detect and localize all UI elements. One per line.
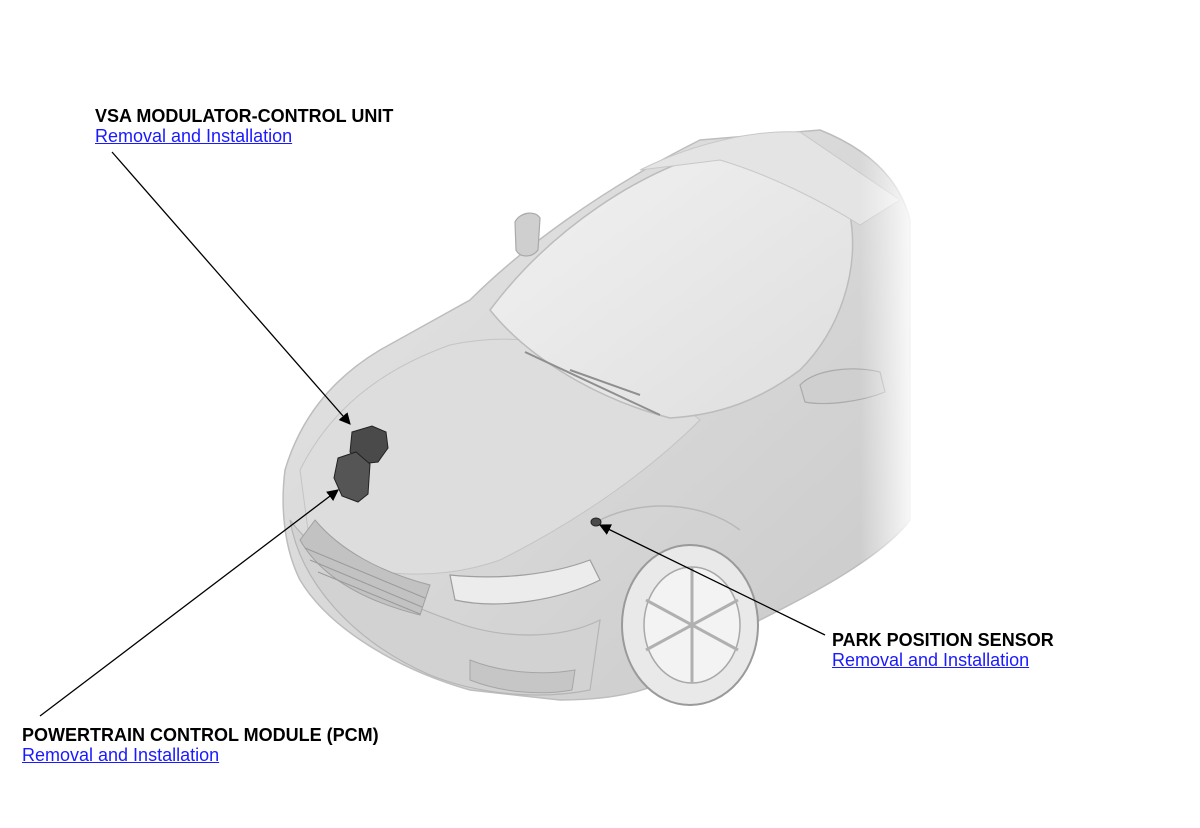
car-illustration (282, 120, 920, 706)
car-hood (299, 338, 701, 575)
fog-light (469, 659, 576, 694)
left-mirror (514, 212, 541, 257)
pcm-removal-link[interactable]: Removal and Installation (22, 745, 220, 766)
grille (299, 519, 431, 616)
car-windshield (489, 149, 854, 419)
pps-title: PARK POSITION SENSOR (832, 630, 1054, 650)
callout-vsa-modulator: VSA MODULATOR-CONTROL UNIT Removal and I… (95, 106, 393, 147)
wheel-spokes (645, 567, 739, 683)
pcm-title: POWERTRAIN CONTROL MODULE (PCM) (22, 725, 379, 745)
wipers (524, 351, 661, 416)
pcm-leader-line (39, 489, 339, 717)
vsa-removal-link[interactable]: Removal and Installation (95, 126, 293, 147)
headlight (449, 559, 601, 605)
park-position-sensor (590, 517, 602, 527)
pcm-module (333, 451, 371, 503)
grille-slats (304, 547, 426, 615)
fender-line (599, 505, 741, 531)
pps-leader-line (598, 524, 826, 636)
vsa-leader-line (111, 151, 351, 425)
callout-park-position-sensor: PARK POSITION SENSOR Removal and Install… (832, 630, 1054, 671)
vsa-title: VSA MODULATOR-CONTROL UNIT (95, 106, 394, 126)
callout-pcm: POWERTRAIN CONTROL MODULE (PCM) Removal … (22, 725, 379, 766)
pps-removal-link[interactable]: Removal and Installation (832, 650, 1030, 671)
